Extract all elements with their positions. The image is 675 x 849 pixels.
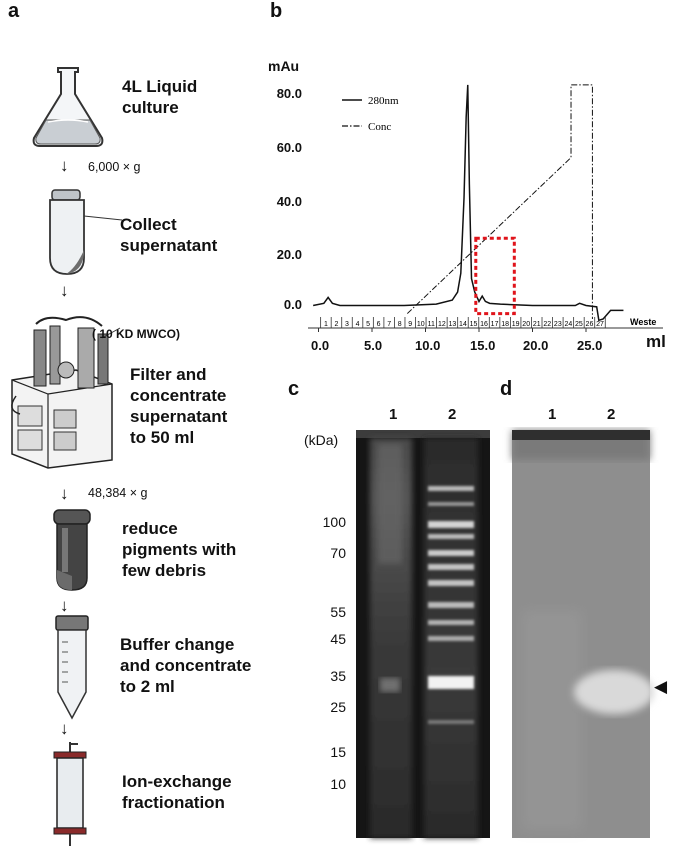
y-tick: 80.0 bbox=[276, 86, 302, 101]
fraction-label: 15 bbox=[470, 321, 478, 328]
fraction-label: 4 bbox=[356, 321, 360, 328]
arrow-down-1: ↓ bbox=[60, 156, 69, 175]
step-reduce-pigments: reduce pigments with few debris bbox=[122, 519, 237, 580]
mw-marker-label: 100 bbox=[322, 514, 346, 530]
kda-unit-label: (kDa) bbox=[304, 432, 339, 448]
fraction-label: 22 bbox=[543, 321, 551, 328]
fraction-label: 3 bbox=[345, 321, 349, 328]
fraction-label: 10 bbox=[417, 321, 425, 328]
fraction-label: 20 bbox=[522, 321, 530, 328]
ion-exchange-column-icon bbox=[53, 742, 87, 846]
step-liquid-culture: 4L Liquid culture bbox=[122, 77, 198, 117]
zymogram-gel bbox=[512, 430, 654, 838]
legend-label-280nm: 280nm bbox=[368, 95, 399, 107]
activity-band bbox=[574, 670, 654, 714]
mw-marker-label: 70 bbox=[330, 545, 346, 561]
mw-marker-label: 55 bbox=[330, 604, 346, 620]
mwco-label: ( 10 KD MWCO) bbox=[92, 327, 180, 341]
fraction-label: 21 bbox=[533, 321, 541, 328]
legend-label-conc: Conc bbox=[368, 121, 391, 133]
arrow-down-4: ↓ bbox=[60, 596, 69, 615]
fraction-label: 18 bbox=[501, 321, 509, 328]
step-buffer-change: Buffer change and concentrate to 2 ml bbox=[120, 635, 252, 696]
x-tick: 5.0 bbox=[364, 338, 383, 353]
panel-a-letter: a bbox=[8, 0, 20, 22]
fraction-label: 11 bbox=[428, 321, 435, 328]
mw-marker-label: 35 bbox=[330, 668, 346, 684]
centrifuge-tube-icon bbox=[49, 189, 123, 275]
y-tick: 20.0 bbox=[276, 247, 302, 262]
mw-marker-label: 10 bbox=[330, 776, 346, 792]
arrow-down-3: ↓ bbox=[60, 484, 69, 503]
sds-page-gel bbox=[356, 430, 490, 838]
fraction-label: 9 bbox=[408, 321, 412, 328]
step-filter-concentrate: Filter and concentrate supernatant to 50… bbox=[130, 365, 228, 447]
y-tick: 40.0 bbox=[276, 194, 302, 209]
waste-label: Weste bbox=[630, 317, 656, 327]
band-pointer-icon: ◀ bbox=[654, 677, 668, 696]
fraction-label: 14 bbox=[459, 321, 467, 328]
fraction-label: 7 bbox=[387, 321, 391, 328]
fraction-label: 27 bbox=[596, 321, 604, 328]
lane-label-c-1: 1 bbox=[389, 406, 398, 423]
x-tick: 20.0 bbox=[523, 338, 549, 353]
conical-tube-icon bbox=[55, 615, 89, 720]
fraction-label: 16 bbox=[480, 321, 488, 328]
x-tick: 25.0 bbox=[577, 338, 603, 353]
high-speed-tube-icon bbox=[53, 509, 91, 591]
panel-c-letter: c bbox=[288, 378, 300, 400]
step-collect-supernatant: Collect supernatant bbox=[120, 215, 218, 255]
mw-marker-label: 45 bbox=[330, 631, 346, 647]
y-axis-unit: mAu bbox=[268, 58, 300, 74]
fraction-label: 24 bbox=[564, 321, 572, 328]
step-ion-exchange: Ion-exchange fractionation bbox=[122, 772, 232, 812]
fraction-label: 8 bbox=[398, 321, 402, 328]
fraction-label: 25 bbox=[575, 321, 583, 328]
highlight-region bbox=[474, 236, 516, 316]
fraction-label: 13 bbox=[449, 321, 457, 328]
fraction-label: 23 bbox=[554, 321, 562, 328]
fraction-label: 6 bbox=[377, 321, 381, 328]
mw-marker-label: 15 bbox=[330, 744, 346, 760]
x-tick: 15.0 bbox=[470, 338, 496, 353]
series-line-280nm bbox=[313, 84, 624, 322]
filtration-device-icon bbox=[11, 316, 121, 469]
y-tick: 0.0 bbox=[283, 297, 302, 312]
x-tick: 0.0 bbox=[311, 338, 330, 353]
fraction-label: 5 bbox=[366, 321, 370, 328]
centrifuge-speed-1: 6,000 × g bbox=[88, 160, 141, 174]
x-axis-unit: ml bbox=[646, 332, 666, 351]
mw-marker-label: 25 bbox=[330, 699, 346, 715]
lane-label-d-2: 2 bbox=[607, 406, 616, 423]
fraction-label: 12 bbox=[438, 321, 446, 328]
fraction-label: 17 bbox=[491, 321, 499, 328]
fraction-label: 1 bbox=[324, 321, 328, 328]
fraction-label: 19 bbox=[512, 321, 520, 328]
x-tick: 10.0 bbox=[415, 338, 441, 353]
fraction-label: 2 bbox=[334, 321, 338, 328]
panel-d-letter: d bbox=[500, 378, 513, 400]
y-tick: 60.0 bbox=[276, 140, 302, 155]
arrow-down-2: ↓ bbox=[60, 281, 69, 300]
series-line-conc bbox=[406, 84, 593, 319]
lane-label-d-1: 1 bbox=[548, 406, 557, 423]
flask-icon bbox=[32, 67, 104, 147]
panel-b-letter: b bbox=[270, 0, 283, 22]
fraction-label: 26 bbox=[586, 321, 594, 328]
centrifuge-speed-2: 48,384 × g bbox=[88, 486, 148, 500]
lane-label-c-2: 2 bbox=[448, 406, 457, 423]
arrow-down-5: ↓ bbox=[60, 719, 69, 738]
